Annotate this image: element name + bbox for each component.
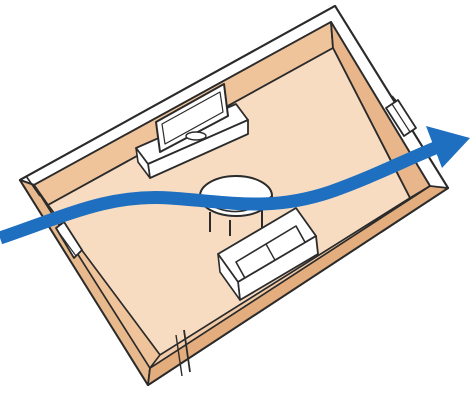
wall-door-gap bbox=[183, 329, 191, 373]
airflow-arrow-body bbox=[0, 139, 443, 245]
wall-door-gap-2 bbox=[175, 334, 183, 377]
window-right-pane bbox=[391, 103, 411, 133]
window-right bbox=[385, 99, 417, 137]
window-left-pane bbox=[59, 233, 77, 257]
sofa-arm-left bbox=[217, 253, 241, 301]
wall-inner-front-right bbox=[149, 185, 431, 369]
arrow-right-icon bbox=[426, 126, 470, 168]
window-left-frame bbox=[55, 221, 83, 259]
tv-stand bbox=[185, 131, 207, 141]
wall-opening-left bbox=[25, 175, 41, 197]
sofa-cushion-split bbox=[265, 243, 277, 263]
airflow-arrow bbox=[0, 126, 470, 245]
window-left bbox=[55, 221, 83, 259]
tv-cabinet-side bbox=[135, 147, 151, 179]
tv-screen-inner bbox=[161, 91, 224, 145]
sofa bbox=[217, 207, 319, 301]
tv-unit bbox=[135, 83, 249, 179]
